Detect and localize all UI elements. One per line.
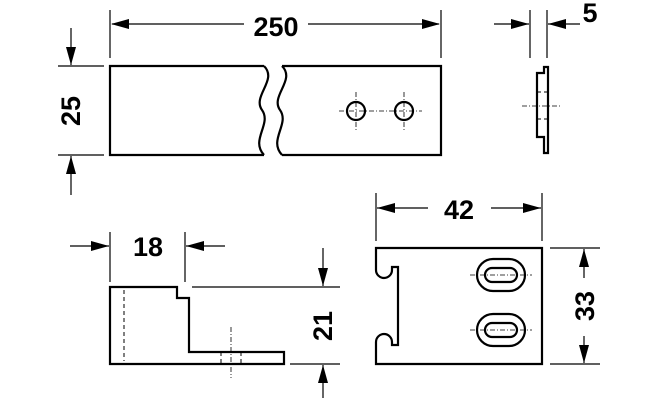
dimension-width-18: 18 bbox=[70, 232, 225, 282]
dim-label-25: 25 bbox=[56, 96, 86, 126]
bracket-front-view bbox=[374, 246, 544, 366]
dim-label-5: 5 bbox=[582, 0, 597, 28]
dim-label-21: 21 bbox=[308, 311, 338, 341]
dimension-height-21: 21 bbox=[192, 248, 340, 398]
dim-label-250: 250 bbox=[253, 12, 298, 42]
dimension-height-25: 25 bbox=[56, 28, 104, 195]
dimension-thickness-5: 5 bbox=[494, 0, 598, 58]
break-line-left bbox=[258, 65, 270, 156]
dimension-height-33: 33 bbox=[550, 247, 600, 365]
dim-label-42: 42 bbox=[444, 195, 474, 225]
break-line-right bbox=[276, 65, 288, 156]
dimension-width-42: 42 bbox=[375, 193, 543, 241]
strip-top-view bbox=[108, 64, 443, 157]
strip-side-view bbox=[522, 65, 562, 155]
dim-label-33: 33 bbox=[570, 291, 600, 321]
dim-label-18: 18 bbox=[133, 232, 163, 262]
dimension-length-250: 250 bbox=[109, 10, 442, 58]
offset-profile-view bbox=[108, 285, 286, 378]
